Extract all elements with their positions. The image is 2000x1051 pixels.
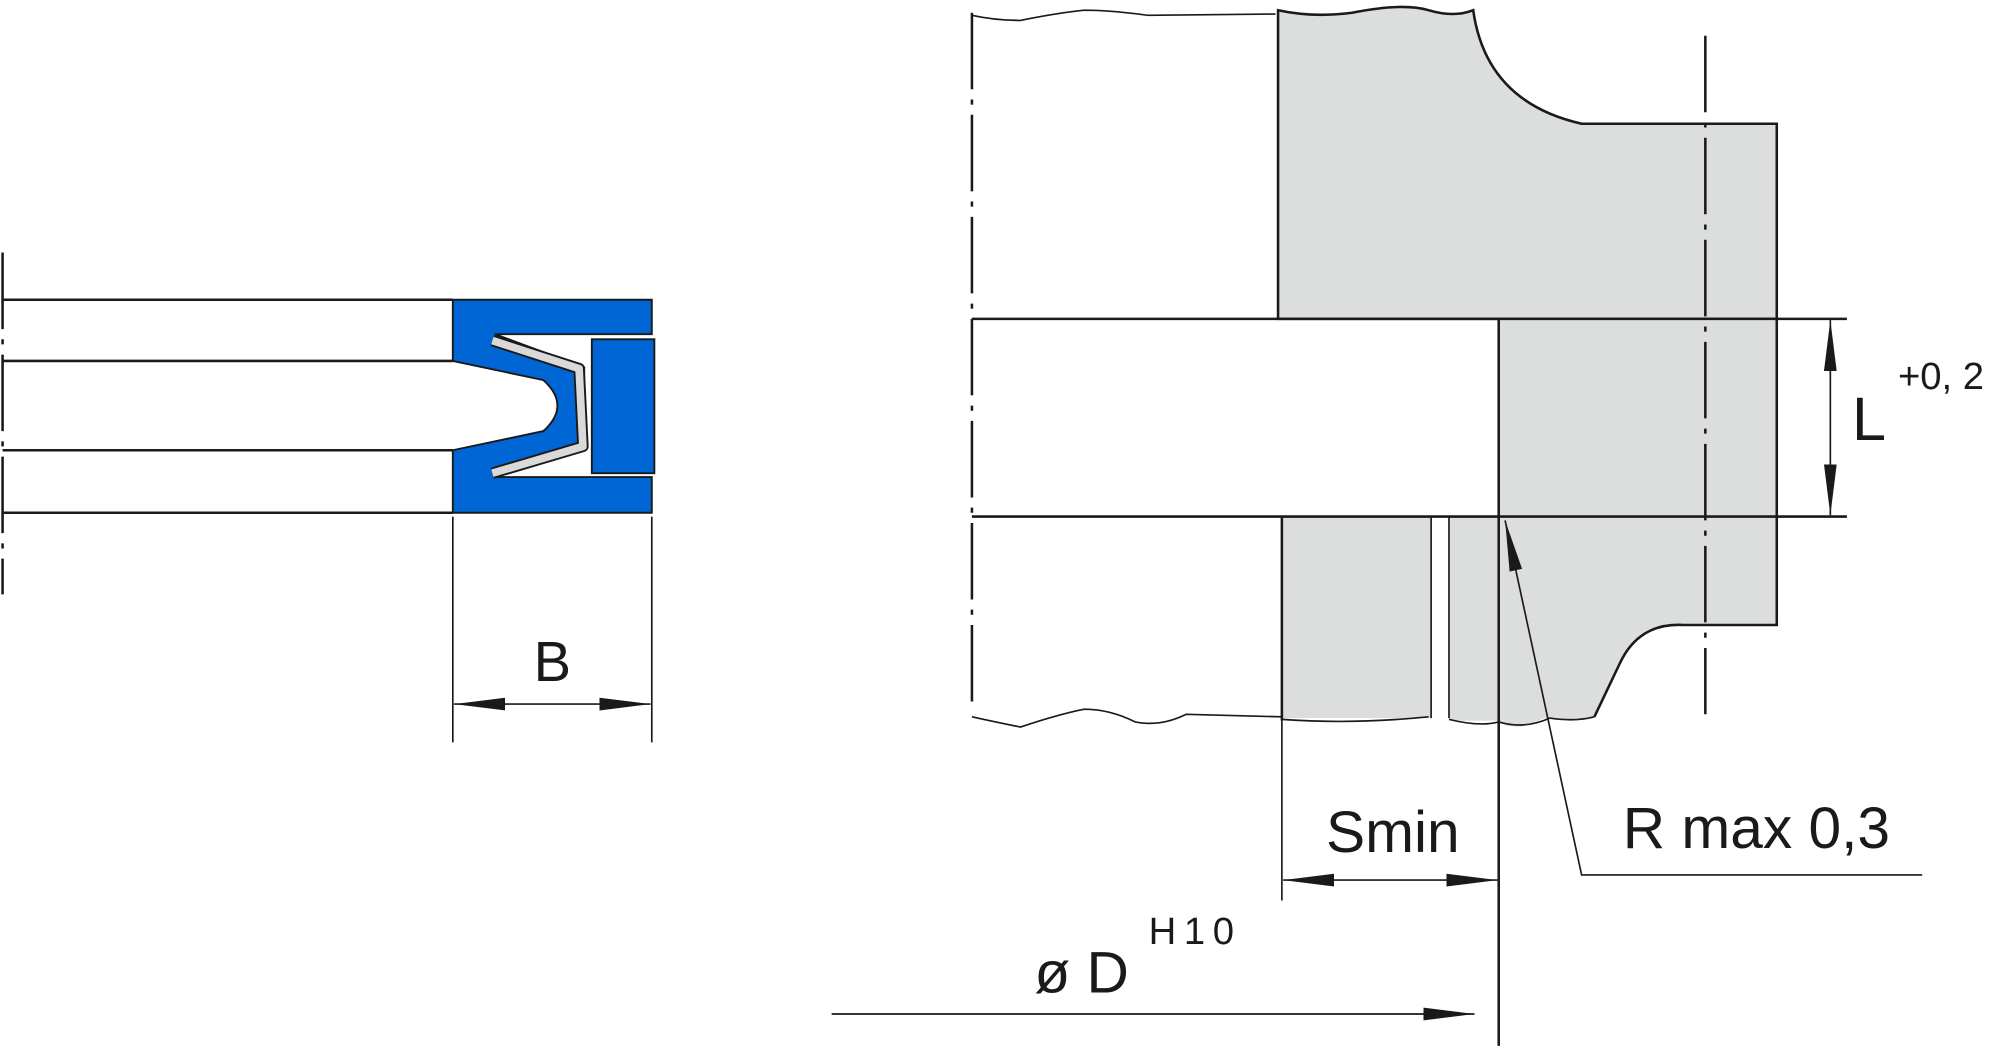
seal-back-ring bbox=[590, 338, 656, 475]
dim-d-tolerance: H10 bbox=[1149, 910, 1242, 953]
housing-upper bbox=[1276, 5, 1779, 321]
housing-lower-mid bbox=[1448, 516, 1499, 721]
dim-l-label: L bbox=[1852, 385, 1886, 453]
break-line-top-left bbox=[971, 9, 1276, 22]
dim-smin-label: Smin bbox=[1326, 800, 1460, 865]
groove-drawing: L +0, 2 Smin R max 0,3 ø D H10 bbox=[831, 5, 1984, 1046]
housing-right-outline bbox=[1593, 318, 1779, 718]
dim-b-label: B bbox=[534, 630, 571, 693]
spring-insert-fill bbox=[491, 336, 587, 477]
dim-d-label: ø D bbox=[1034, 940, 1128, 1005]
break-line-bottom-left bbox=[971, 708, 1282, 728]
radius-label: R max 0,3 bbox=[1623, 796, 1890, 861]
seal-cross-section: B bbox=[1, 252, 656, 743]
radius-leader bbox=[1504, 520, 1923, 876]
housing-lower-left bbox=[1281, 516, 1432, 719]
break-line-bottom-right bbox=[1281, 715, 1595, 726]
housing-right bbox=[1498, 318, 1777, 727]
dim-l-tolerance: +0, 2 bbox=[1898, 355, 1984, 398]
